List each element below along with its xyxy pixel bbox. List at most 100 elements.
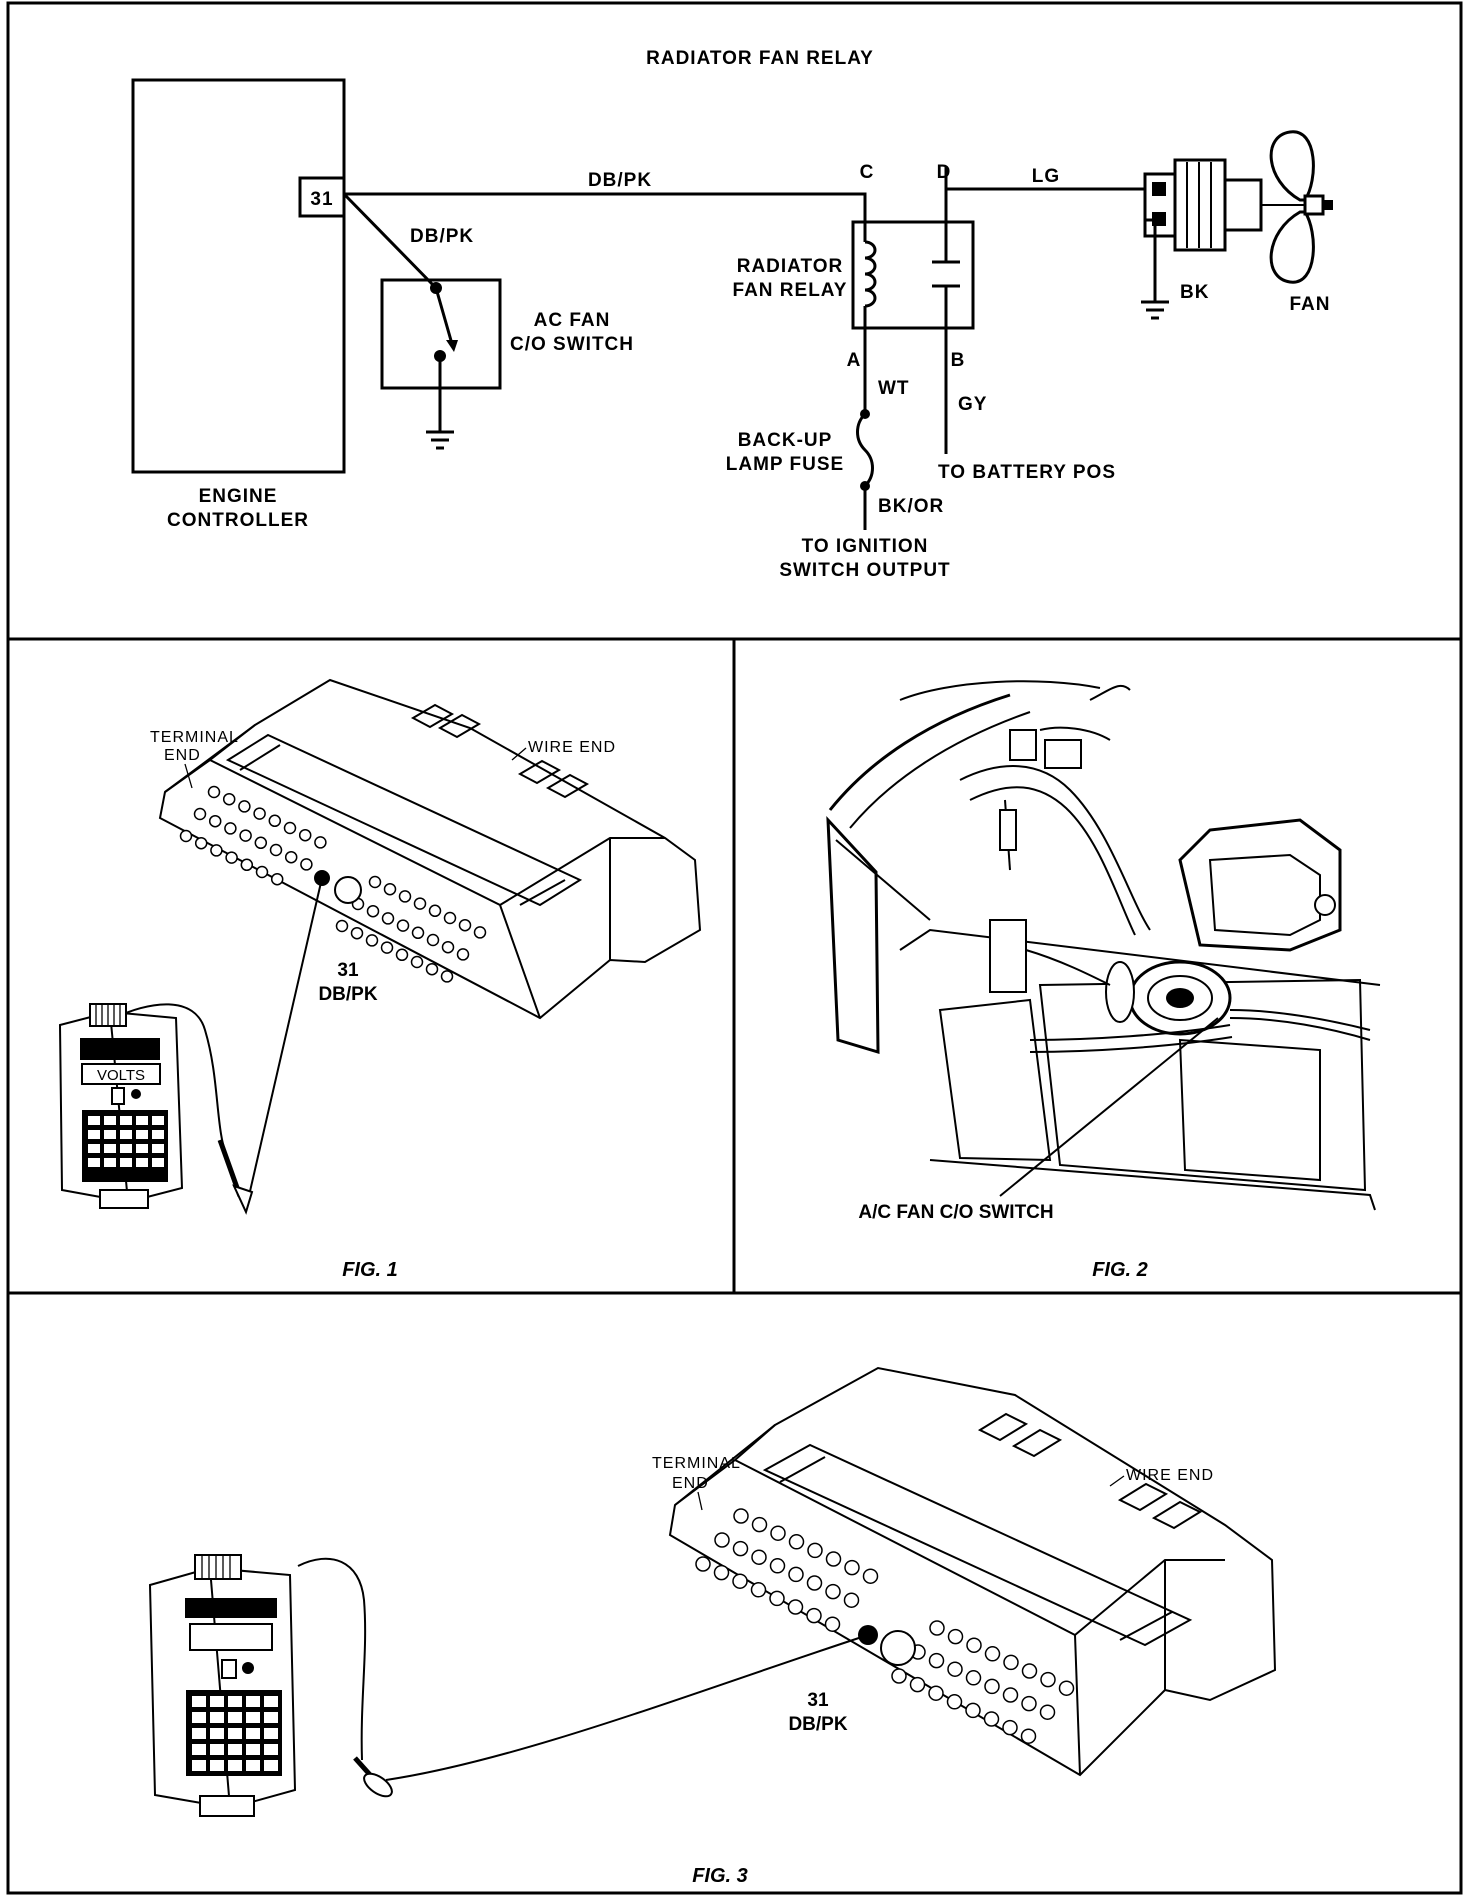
fig3-probe-icon (353, 1756, 393, 1798)
connector-pin-hole (983, 1711, 1000, 1727)
connector-pin-hole (770, 1525, 786, 1541)
connector-pin-hole (928, 1685, 944, 1701)
fig1-pin-holes (179, 785, 487, 983)
fig1-terminal-end-label-1: TERMINAL (150, 729, 239, 746)
to-battery-label: TO BATTERY POS (938, 462, 1116, 483)
connector-pin-hole (194, 836, 208, 850)
connector-pin-hole (1021, 1695, 1037, 1712)
connector-pin-hole (222, 792, 236, 806)
connector-pin-hole (966, 1637, 982, 1653)
connector-pin-hole (1021, 1663, 1038, 1679)
fig3-panel: TERMINAL END WIRE END 31 DB/PK (148, 1366, 1277, 1887)
connector-pin-hole (269, 843, 283, 857)
connector-pin-hole (440, 970, 454, 983)
wire-lg-label: LG (1032, 166, 1060, 187)
fig2-switch-label: A/C FAN C/O SWITCH (858, 1202, 1053, 1223)
relay-coil-icon (863, 222, 877, 328)
connector-pin-hole (428, 904, 442, 918)
fuse-icon (856, 412, 874, 488)
fig2-engine-bay-illustration (826, 680, 1381, 1211)
fig1-tester-brand: DRB II (99, 1043, 141, 1058)
terminal-c-label: C (860, 162, 875, 183)
relay-contact-icon (932, 166, 960, 454)
connector-pin-hole (253, 807, 266, 820)
connector-pin-hole (806, 1575, 823, 1591)
fan-label: FAN (1290, 294, 1331, 315)
fig3-pin-label-2: DB/PK (788, 1714, 847, 1735)
fig3-tester-brand: DRB II (207, 1601, 255, 1617)
connector-pin-hole (225, 851, 238, 864)
controller-pin-number: 31 (310, 189, 333, 210)
connector-pin-hole (732, 1573, 748, 1589)
connector-pin-hole (695, 1556, 711, 1572)
connector-pin-hole (788, 1534, 805, 1550)
connector-pin-hole (255, 865, 269, 879)
wire-wt-label: WT (878, 378, 910, 399)
connector-pin-hole (413, 897, 427, 910)
connector-pin-hole (283, 821, 297, 835)
switch-ground-icon (426, 430, 454, 450)
connector-pin-hole (381, 912, 395, 925)
fig3-caption: FIG. 3 (692, 1865, 748, 1887)
connector-pin-hole (769, 1590, 785, 1607)
connector-pin-hole (270, 872, 284, 886)
connector-pin-hole (947, 1661, 963, 1677)
connector-pin-hole (824, 1616, 841, 1632)
wire-db-pk-relay-label: DB/PK (588, 170, 652, 191)
fig2-panel: A/C FAN C/O SWITCH FIG. 2 (826, 680, 1381, 1281)
connector-pin-hole (425, 962, 439, 976)
connector-pin-hole (862, 1568, 879, 1584)
fig1-probe-icon (217, 1139, 254, 1215)
connector-pin-hole (383, 882, 397, 896)
fig1-panel: TERMINAL END WIRE END 31 DB/PK (58, 678, 702, 1281)
connector-pin-hole (395, 948, 409, 962)
ac-switch-label-1: AC FAN (534, 310, 611, 331)
connector-pin-hole (947, 1628, 964, 1645)
fig1-pin-label-2: DB/PK (318, 984, 377, 1005)
connector-pin-hole (365, 934, 379, 947)
controller-pin-box (298, 176, 346, 218)
relay-label-2: FAN RELAY (733, 280, 848, 301)
connector-pin-hole (751, 1516, 768, 1533)
connector-pin-hole (210, 844, 223, 857)
fuse-label-1: BACK-UP (738, 430, 833, 451)
connector-pin-hole (411, 926, 425, 940)
connector-pin-hole (335, 919, 349, 933)
connector-pin-hole (751, 1549, 767, 1565)
connector-pin-hole (426, 933, 440, 947)
connector-pin-hole (787, 1599, 804, 1615)
connector-pin-hole (240, 858, 254, 872)
ac-switch-label-2: C/O SWITCH (510, 334, 634, 355)
connector-pin-hole (713, 1564, 730, 1581)
fig3-terminal-end-label-1: TERMINAL (652, 1455, 741, 1472)
connector-pin-hole (909, 1676, 926, 1693)
connector-pin-hole (350, 926, 364, 940)
connector-pin-hole (1003, 1654, 1019, 1671)
fig3-terminal-end-label-2: END (672, 1475, 709, 1492)
connector-pin-hole (458, 918, 472, 932)
connector-pin-hole (298, 828, 312, 842)
connector-pin-hole (456, 948, 470, 961)
connector-pin-hole (714, 1532, 730, 1548)
connector-pin-hole (224, 822, 237, 835)
wire-bk-label: BK (1180, 282, 1209, 303)
connector-pin-hole (750, 1582, 767, 1598)
connector-pin-hole (825, 1583, 841, 1600)
connector-pin-hole (238, 800, 251, 813)
fuse-label-2: LAMP FUSE (726, 454, 844, 475)
connector-pin-hole (806, 1607, 822, 1624)
fig1-tester-display: VOLTS (97, 1067, 145, 1084)
connector-pin-hole (891, 1668, 907, 1684)
connector-pin-hole (314, 836, 327, 849)
wire-bk-or-label: BK/OR (878, 496, 944, 517)
connector-pin-hole (380, 941, 394, 954)
connector-pin-hole (207, 785, 221, 799)
connector-pin-hole (410, 955, 424, 969)
fig2-caption: FIG. 2 (1092, 1259, 1148, 1281)
connector-pin-hole (208, 814, 222, 828)
fig1-terminal-end-label-2: END (164, 747, 201, 764)
relay-label-1: RADIATOR (737, 256, 844, 277)
fig3-wire-end-label: WIRE END (1126, 1467, 1214, 1484)
connector-pin-hole (825, 1551, 842, 1567)
wire-gy-label: GY (958, 394, 987, 415)
